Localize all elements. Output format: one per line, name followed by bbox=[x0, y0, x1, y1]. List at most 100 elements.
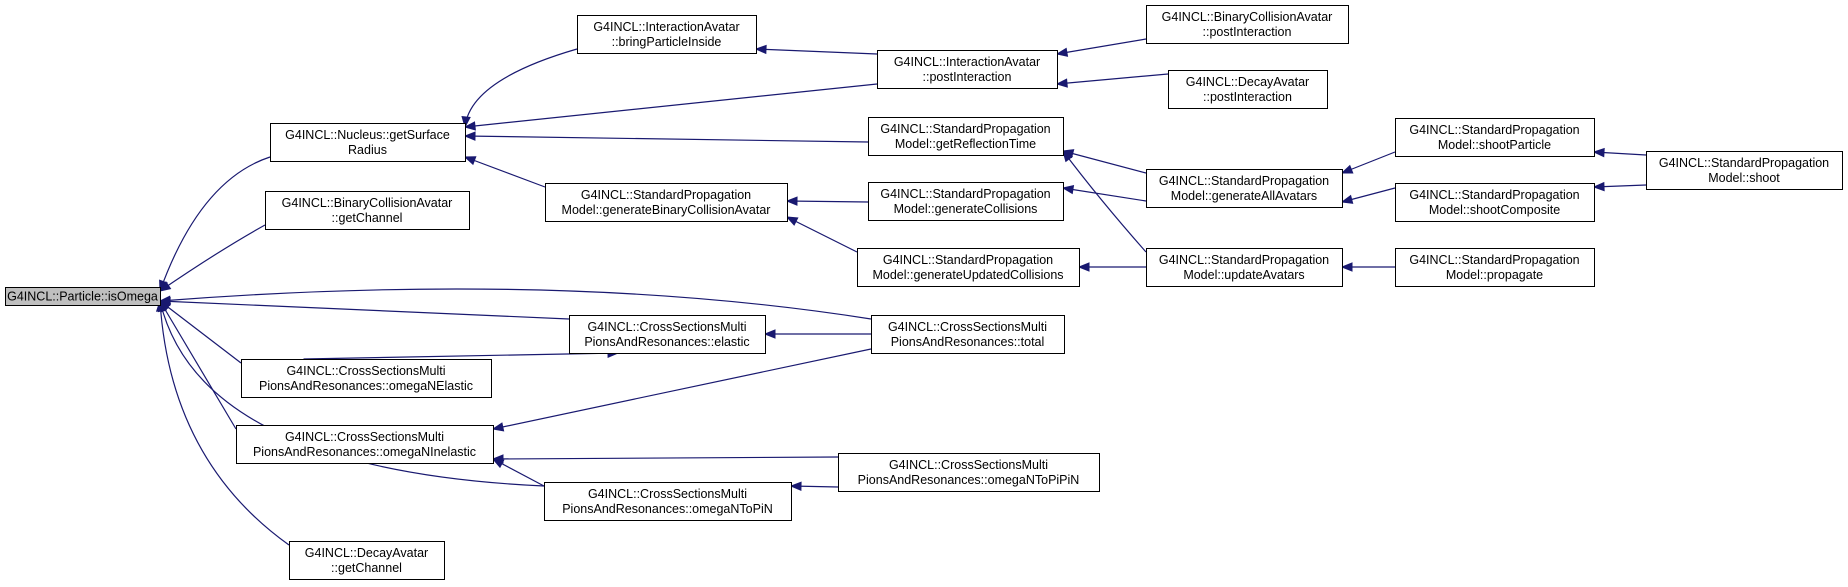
node-csOmegaNI[interactable]: G4INCL::CrossSectionsMultiPionsAndResona… bbox=[236, 425, 494, 464]
node-csTotal[interactable]: G4INCL::CrossSectionsMultiPionsAndResona… bbox=[871, 315, 1065, 354]
arrowhead-csTotal-to-csElastic bbox=[763, 329, 776, 339]
node-box[interactable] bbox=[838, 453, 1100, 492]
node-box[interactable] bbox=[241, 359, 492, 398]
node-label: PionsAndResonances::omegaNToPiN bbox=[562, 502, 773, 516]
arrowhead-daPost-to-iaPost bbox=[1055, 78, 1068, 88]
arrowhead-spGenAll-to-spGenColl bbox=[1061, 184, 1075, 195]
node-label: Model::propagate bbox=[1446, 268, 1543, 282]
node-box[interactable] bbox=[1146, 5, 1349, 44]
node-label: G4INCL::Particle::isOmega bbox=[7, 290, 158, 304]
node-box[interactable] bbox=[569, 315, 766, 354]
arrowhead-spUpdAv-to-spGetRefl bbox=[1062, 149, 1074, 163]
edge-bcaChan-to-isOmega bbox=[159, 224, 266, 292]
node-bcaChan[interactable]: G4INCL::BinaryCollisionAvatar::getChanne… bbox=[265, 191, 470, 230]
node-csOmegaNToPiPiN[interactable]: G4INCL::CrossSectionsMultiPionsAndResona… bbox=[838, 453, 1100, 492]
node-label: Model::generateCollisions bbox=[894, 202, 1038, 216]
arrowhead-daChan-to-isOmega bbox=[155, 299, 166, 312]
arrowhead-spShoot-to-spShootC bbox=[1592, 181, 1605, 192]
arrowhead-bcaPost-to-iaPost bbox=[1055, 47, 1069, 57]
edge-bcaPost-to-iaPost bbox=[1056, 38, 1147, 55]
arrowhead-iaPost-to-nucSurf bbox=[463, 121, 476, 131]
node-spGetRefl[interactable]: G4INCL::StandardPropagationModel::getRef… bbox=[868, 117, 1064, 156]
node-box[interactable] bbox=[1395, 183, 1595, 222]
node-label: Radius bbox=[348, 143, 387, 157]
node-label: ::postInteraction bbox=[923, 70, 1012, 84]
arrowhead-spProp-to-spUpdAv bbox=[1340, 262, 1353, 272]
node-box[interactable] bbox=[577, 15, 757, 54]
arrowhead-bcaChan-to-isOmega bbox=[158, 281, 172, 292]
node-box[interactable] bbox=[5, 287, 161, 306]
node-csElastic[interactable]: G4INCL::CrossSectionsMultiPionsAndResona… bbox=[569, 315, 766, 354]
node-box[interactable] bbox=[265, 191, 470, 230]
node-label: G4INCL::InteractionAvatar bbox=[894, 55, 1040, 69]
node-spGenColl[interactable]: G4INCL::StandardPropagationModel::genera… bbox=[868, 182, 1064, 221]
edge-daChan-to-isOmega bbox=[159, 300, 290, 546]
node-box[interactable] bbox=[871, 315, 1065, 354]
node-spProp[interactable]: G4INCL::StandardPropagationModel::propag… bbox=[1395, 248, 1595, 287]
node-box[interactable] bbox=[1146, 248, 1343, 287]
node-box[interactable] bbox=[868, 182, 1064, 221]
node-spUpdAv[interactable]: G4INCL::StandardPropagationModel::update… bbox=[1146, 248, 1343, 287]
node-label: Model::updateAvatars bbox=[1183, 268, 1304, 282]
node-iaPost[interactable]: G4INCL::InteractionAvatar::postInteracti… bbox=[877, 50, 1058, 89]
arrowhead-spGenBCA-to-nucSurf bbox=[463, 156, 477, 166]
node-box[interactable] bbox=[1395, 248, 1595, 287]
node-box[interactable] bbox=[289, 541, 445, 580]
node-daChan[interactable]: G4INCL::DecayAvatar::getChannel bbox=[289, 541, 445, 580]
edge-spGenColl-to-spGenBCA bbox=[786, 200, 869, 203]
node-iaBring[interactable]: G4INCL::InteractionAvatar::bringParticle… bbox=[577, 15, 757, 54]
node-box[interactable] bbox=[1395, 118, 1595, 157]
node-box[interactable] bbox=[1146, 169, 1343, 208]
node-label: G4INCL::Nucleus::getSurface bbox=[285, 128, 450, 142]
node-box[interactable] bbox=[545, 183, 788, 222]
node-csOmegaNE[interactable]: G4INCL::CrossSectionsMultiPionsAndResona… bbox=[241, 359, 492, 398]
node-box[interactable] bbox=[1646, 151, 1843, 190]
node-isOmega[interactable]: G4INCL::Particle::isOmega bbox=[5, 287, 161, 306]
edge-spUpdAv-to-spGetRefl bbox=[1062, 150, 1147, 253]
arrowhead-csTotal-to-csOmegaNI bbox=[491, 422, 505, 432]
node-label: Model::shootComposite bbox=[1429, 203, 1560, 217]
edge-csElastic-to-isOmega bbox=[159, 300, 570, 320]
node-label: G4INCL::StandardPropagation bbox=[1159, 174, 1329, 188]
node-spGenAll[interactable]: G4INCL::StandardPropagationModel::genera… bbox=[1146, 169, 1343, 208]
edge-spGenAll-to-spGenColl bbox=[1062, 187, 1147, 202]
node-box[interactable] bbox=[544, 482, 792, 521]
node-label: PionsAndResonances::total bbox=[891, 335, 1045, 349]
node-csOmegaNToPiN[interactable]: G4INCL::CrossSectionsMultiPionsAndResona… bbox=[544, 482, 792, 521]
node-label: G4INCL::CrossSectionsMulti bbox=[888, 320, 1047, 334]
arrowhead-iaBring-to-nucSurf bbox=[461, 116, 471, 129]
node-spGenBCA[interactable]: G4INCL::StandardPropagationModel::genera… bbox=[545, 183, 788, 222]
node-spGenUpd[interactable]: G4INCL::StandardPropagationModel::genera… bbox=[857, 248, 1080, 287]
node-box[interactable] bbox=[236, 425, 494, 464]
node-label: ::postInteraction bbox=[1203, 90, 1292, 104]
edge-nucSurf-to-isOmega bbox=[159, 156, 271, 292]
arrowhead-iaPost-to-iaBring bbox=[754, 44, 767, 55]
node-label: G4INCL::CrossSectionsMulti bbox=[587, 320, 746, 334]
arrowhead-csOmegaNToPiPiN-to-csOmegaNI bbox=[491, 454, 504, 464]
arrowhead-spUpdAv-to-spGenUpd bbox=[1077, 262, 1090, 272]
node-label: G4INCL::CrossSectionsMulti bbox=[286, 364, 445, 378]
node-bcaPost[interactable]: G4INCL::BinaryCollisionAvatar::postInter… bbox=[1146, 5, 1349, 44]
edge-spGenAll-to-spGetRefl bbox=[1062, 150, 1147, 174]
node-box[interactable] bbox=[1168, 70, 1328, 109]
arrowhead-csOmegaNToPiPiN-to-csOmegaNToPiN bbox=[789, 481, 802, 491]
node-daPost[interactable]: G4INCL::DecayAvatar::postInteraction bbox=[1168, 70, 1328, 109]
node-box[interactable] bbox=[877, 50, 1058, 89]
node-box[interactable] bbox=[857, 248, 1080, 287]
edge-spGenBCA-to-nucSurf bbox=[464, 156, 546, 188]
arrowhead-spGenUpd-to-spGenBCA bbox=[785, 216, 799, 226]
node-label: ::getChannel bbox=[332, 211, 403, 225]
node-label: ::getChannel bbox=[331, 561, 402, 575]
node-label: ::bringParticleInside bbox=[612, 35, 722, 49]
node-spShootC[interactable]: G4INCL::StandardPropagationModel::shootC… bbox=[1395, 183, 1595, 222]
node-box[interactable] bbox=[868, 117, 1064, 156]
node-spShootP[interactable]: G4INCL::StandardPropagationModel::shootP… bbox=[1395, 118, 1595, 157]
node-label: G4INCL::CrossSectionsMulti bbox=[285, 430, 444, 444]
node-box[interactable] bbox=[270, 123, 466, 162]
edge-csTotal-to-csOmegaNI bbox=[492, 348, 872, 430]
node-label: G4INCL::CrossSectionsMulti bbox=[889, 458, 1048, 472]
node-label: G4INCL::BinaryCollisionAvatar bbox=[282, 196, 453, 210]
